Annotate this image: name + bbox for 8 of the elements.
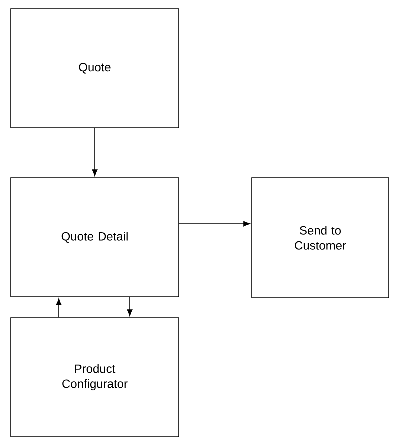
- arrow: [179, 221, 250, 227]
- arrow: [92, 128, 98, 176]
- process-box: Quote: [10, 8, 180, 128]
- process-box: Product Configurator: [10, 318, 180, 438]
- process-box: Quote Detail: [10, 178, 180, 298]
- arrow: [56, 298, 62, 318]
- process-box: Send to Customer: [252, 178, 390, 298]
- arrow: [127, 297, 133, 316]
